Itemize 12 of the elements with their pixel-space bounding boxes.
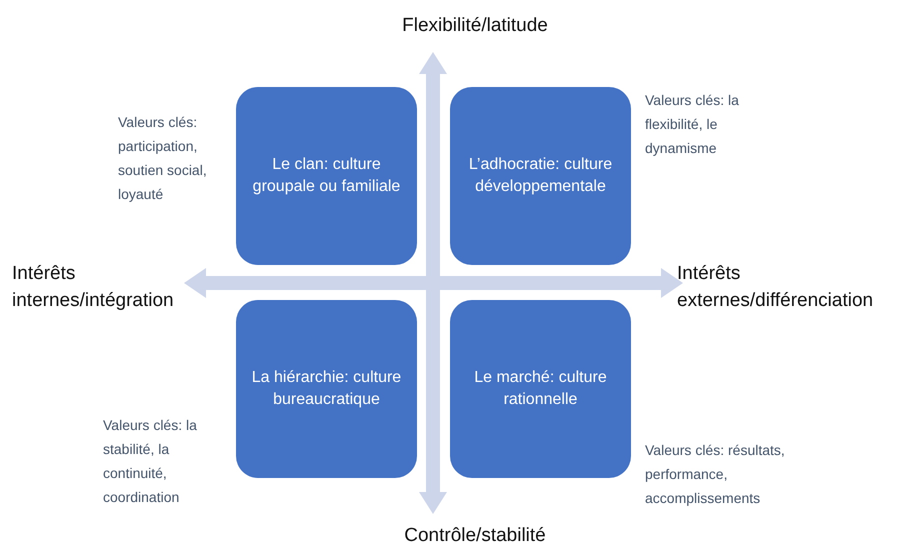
key-values-note: Valeurs clés: la stabilité, la continuité, coordination xyxy=(103,416,198,507)
key-values-note: Valeurs clés: la flexibilité, le dynamisme xyxy=(645,91,740,158)
quadrant-box: Le marché: culture rationnelle xyxy=(450,300,631,478)
key-values-note: Valeurs clés: résultats, performance, accomplissements xyxy=(645,441,786,508)
quadrant-box: La hiérarchie: culture bureaucratique xyxy=(236,300,417,478)
quadrant-box: L’adhocratie: culture développementale xyxy=(450,87,631,265)
quadrant-box: Le clan: culture groupale ou familiale xyxy=(236,87,417,265)
axis-label: Intérêts externes/différenciation xyxy=(677,262,874,313)
axis-label: Flexibilité/latitude xyxy=(401,14,549,38)
key-values-note: Valeurs clés: participation, soutien social, loyauté xyxy=(118,113,208,204)
axis-label: Intérêts internes/intégration xyxy=(12,262,175,313)
axis-label: Contrôle/stabilité xyxy=(403,524,547,548)
